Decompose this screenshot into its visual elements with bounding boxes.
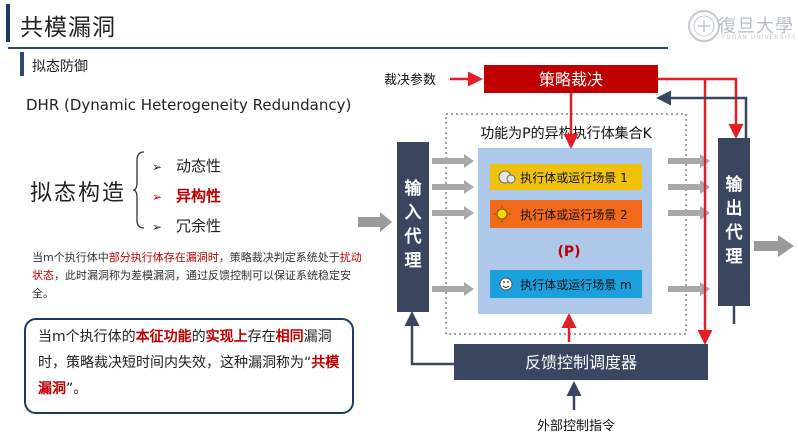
page-title: 共模漏洞 — [20, 15, 116, 41]
input-dispatch-arrows — [432, 154, 474, 296]
cloud-icon — [498, 170, 516, 184]
executor-m-box — [490, 270, 642, 298]
university-seal-icon — [688, 10, 720, 42]
mimic-structure-label: 拟态构造 — [30, 181, 127, 206]
smiley-icon — [499, 277, 513, 291]
dhr-heading: DHR (Dynamic Heterogeneity Redundancy) — [26, 96, 352, 114]
dhr-architecture-diagram: 功能为P的异构执行体集合K 裁决参数 策略裁决 输 入 代 理 输 出 代 理 … — [358, 65, 794, 434]
executor-2-label: 执行体或运行场景 2 — [520, 208, 627, 222]
logo-text: 復旦大學 — [718, 16, 794, 37]
title-accent-bar — [6, 4, 10, 42]
sun-icon — [493, 205, 511, 223]
executor-set-boundary — [445, 113, 687, 335]
input-proxy-box — [397, 142, 429, 312]
policy-arbiter-label: 策略裁决 — [539, 70, 603, 89]
arrow-bullet-icon: ➢ — [152, 160, 163, 174]
output-proxy-box — [718, 138, 750, 306]
brace-icon — [132, 151, 145, 229]
navy-feedback-lines — [404, 90, 748, 366]
input-proxy-label-2: 入 — [405, 203, 422, 223]
header-divider — [8, 47, 668, 49]
feature-item-dynamic: ➢ 动态性 — [152, 155, 221, 176]
common-mode-callout-box — [24, 318, 354, 414]
executor-1-label: 执行体或运行场景 1 — [520, 171, 627, 185]
executor-2-box — [490, 200, 642, 228]
common-mode-callout-text: 当m个执行体的本征功能的实现上存在相同漏洞时，策略裁决短时间内失效，这种漏洞称为… — [38, 329, 340, 397]
system-output-arrow — [754, 235, 794, 257]
output-proxy-label-3: 代 — [725, 222, 743, 243]
feature-label: 冗余性 — [176, 217, 222, 235]
feature-label: 异构性 — [176, 187, 222, 205]
arrow-bullet-icon: ➢ — [152, 190, 163, 204]
subtitle-accent-bar — [20, 52, 24, 76]
external-control-label: 外部控制指令 — [537, 419, 615, 434]
arrow-bullet-icon: ➢ — [152, 220, 163, 234]
logo-subtext: FUDAN UNIVERSITY — [722, 34, 797, 41]
feature-item-heterogeneous: ➢ 异构性 — [152, 185, 221, 206]
system-input-arrow — [358, 212, 392, 232]
red-control-lines — [561, 77, 744, 345]
feedback-scheduler-box — [454, 344, 708, 380]
input-proxy-label-1: 输 — [405, 178, 423, 199]
feature-label: 动态性 — [176, 157, 222, 175]
decision-param-label: 裁决参数 — [384, 72, 436, 88]
input-proxy-label-3: 代 — [404, 226, 422, 247]
output-proxy-label-1: 输 — [726, 174, 744, 195]
output-collect-arrows — [668, 154, 710, 296]
output-proxy-label-2: 出 — [726, 198, 743, 219]
differential-mode-paragraph: 当m个执行体中部分执行体存在漏洞时，策略裁决判定系统处于扰动状态，此时漏洞称为差… — [32, 251, 362, 300]
p-function-label: (P) — [557, 244, 580, 260]
executor-1-box — [490, 164, 642, 190]
executor-m-label: 执行体或运行场景 m — [520, 278, 632, 292]
policy-arbiter-box — [484, 65, 658, 93]
feature-item-redundant: ➢ 冗余性 — [152, 215, 221, 236]
output-proxy-label-4: 理 — [726, 247, 743, 267]
page-subtitle: 拟态防御 — [32, 59, 88, 75]
executor-set-title: 功能为P的异构执行体集合K — [480, 125, 652, 142]
input-proxy-label-4: 理 — [405, 251, 422, 271]
feedback-scheduler-label: 反馈控制调度器 — [525, 353, 637, 372]
